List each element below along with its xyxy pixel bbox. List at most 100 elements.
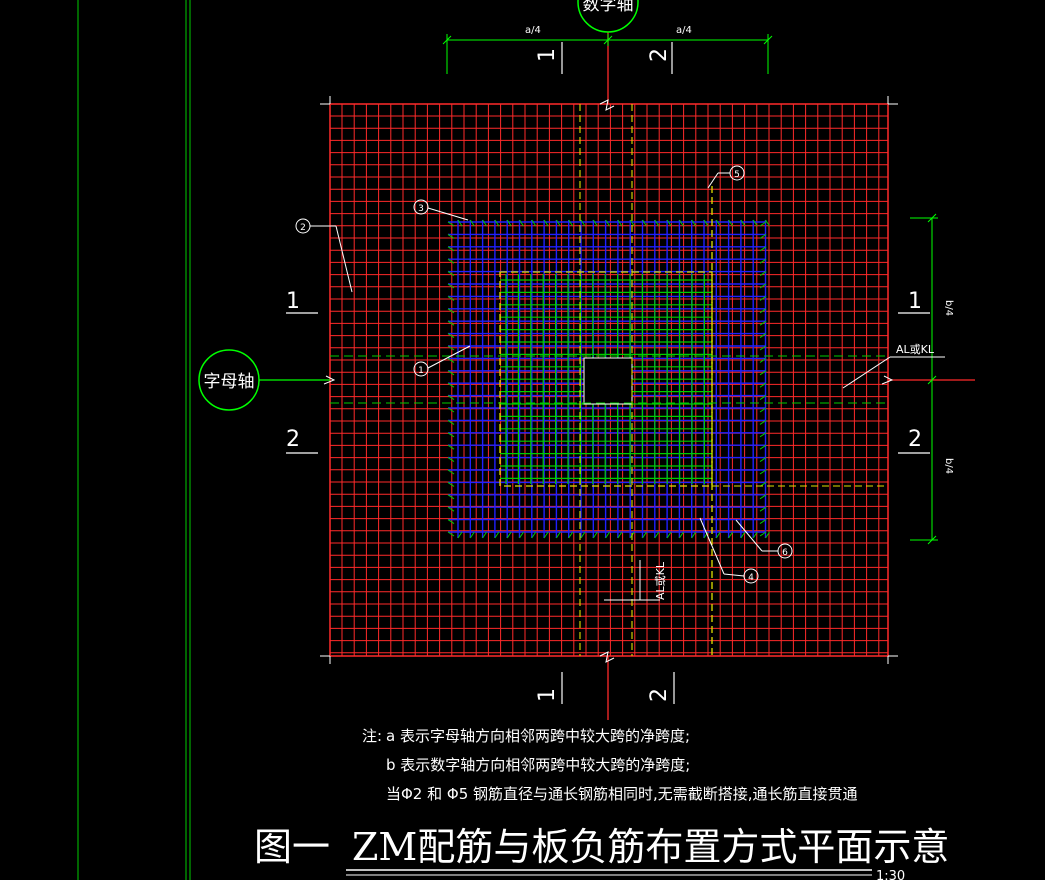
zm-hook-bottom (740, 531, 746, 539)
svg-text:6: 6 (782, 548, 788, 558)
zm-hook-bottom (703, 531, 709, 539)
zm-hook-bottom (752, 531, 758, 539)
zm-hook-bottom (592, 531, 598, 539)
zm-hook-right (759, 407, 767, 413)
zm-hook-left (447, 395, 455, 401)
zm-hook-right (759, 432, 767, 438)
zm-hook-bottom (494, 531, 500, 539)
zm-hook-top (642, 219, 647, 227)
zm-hook-top (654, 219, 660, 227)
zm-hook-left (447, 444, 455, 450)
zm-hook-bottom (715, 531, 721, 539)
zm-hook-left (447, 531, 455, 537)
zm-hook-bottom (678, 531, 684, 539)
zm-hook-right (759, 283, 767, 289)
zm-hook-top (494, 219, 500, 227)
zm-hook-left (447, 221, 455, 227)
svg-text:2: 2 (300, 223, 306, 233)
zm-hook-bottom (555, 531, 561, 539)
dim-a-left: a/4 (525, 25, 541, 36)
zm-hook-bottom (654, 531, 660, 539)
zm-hook-right (759, 469, 767, 475)
zm-hook-top (605, 219, 611, 227)
notes-prefix: 注: (362, 727, 382, 745)
notes-line-1: a 表示字母轴方向相邻两跨中较大跨的净跨度; (386, 727, 690, 745)
zm-hook-left (447, 469, 455, 475)
top-dimension-lines (442, 34, 773, 74)
zm-hook-left (447, 258, 455, 264)
zm-hook-top (715, 219, 721, 227)
zm-hook-top (506, 219, 512, 227)
zm-hook-right (759, 233, 767, 239)
zm-hook-top (752, 219, 758, 227)
zm-hook-top (592, 219, 598, 227)
zm-hook-right (759, 370, 767, 376)
zm-hook-top (519, 219, 524, 227)
beam-label-right: AL或KL (896, 343, 935, 356)
figure-title: ZM配筋与板负筋布置方式平面示意 (352, 825, 949, 869)
scale-label: 1:30 (876, 869, 905, 880)
section-label-left-2: 2 (286, 427, 300, 452)
zm-hook-bottom (506, 531, 512, 539)
zm-hook-right (759, 308, 767, 314)
zm-hook-top (617, 219, 623, 227)
zm-hook-left (447, 370, 455, 376)
zm-hook-left (447, 271, 455, 277)
zm-hook-top (531, 219, 537, 227)
zm-hook-left (447, 308, 455, 314)
break-mark-top (599, 99, 615, 111)
zm-hook-bottom (765, 531, 770, 539)
zm-hook-bottom (482, 531, 488, 539)
zm-hook-left (447, 494, 455, 500)
zm-hook-left (447, 345, 455, 351)
zm-hook-bottom (605, 531, 611, 539)
zm-hook-bottom (519, 531, 524, 539)
zm-hook-bottom (568, 531, 574, 539)
zm-hook-right (759, 271, 767, 277)
notes-line-3: 当Φ2 和 Φ5 钢筋直径与通长钢筋相同时,无需截断搭接,通长筋直接贯通 (386, 785, 858, 803)
zm-hook-left (447, 382, 455, 388)
zm-hook-top (666, 219, 672, 227)
zm-hook-right (759, 494, 767, 500)
zm-hook-right (759, 333, 767, 339)
break-mark-right (881, 375, 894, 385)
svg-text:4: 4 (748, 573, 754, 583)
break-mark-bottom (599, 651, 615, 663)
zm-hook-right (759, 258, 767, 264)
svg-text:5: 5 (734, 170, 740, 180)
dim-b-top: b/4 (943, 300, 954, 316)
zm-hook-top (678, 219, 684, 227)
notes-line-2: b 表示数字轴方向相邻两跨中较大跨的净跨度; (386, 756, 690, 774)
callout-6: 6 (735, 519, 793, 559)
zm-hook-top (740, 219, 746, 227)
zm-hook-left (447, 407, 455, 413)
section-label-bottom-2: 2 (647, 688, 672, 702)
zm-hook-left (447, 457, 455, 463)
zm-hook-bottom (531, 531, 537, 539)
zm-hook-right (759, 357, 767, 363)
zm-hook-left (447, 519, 455, 525)
dim-b-bottom: b/4 (943, 458, 954, 474)
zm-hook-left (447, 233, 455, 239)
zm-hook-bottom (691, 531, 697, 539)
zm-hook-top (629, 219, 635, 227)
zm-hook-bottom (580, 531, 586, 539)
zm-hook-top (543, 219, 549, 227)
zm-hook-right (759, 419, 767, 425)
zm-hook-top (691, 219, 697, 227)
zm-hook-bottom (543, 531, 549, 539)
zm-hook-right (759, 457, 767, 463)
zm-hook-bottom (469, 531, 475, 539)
beam-label-bottom: AL或KL (654, 561, 667, 600)
zm-hook-right (759, 519, 767, 525)
section-label-bottom-1: 1 (535, 688, 560, 702)
section-label-left-1: 1 (286, 289, 300, 314)
zm-hook-top (469, 219, 475, 227)
zm-hook-top (482, 219, 488, 227)
zm-hook-right (759, 531, 767, 537)
figure-number: 图一 (254, 825, 330, 869)
zm-hook-right (759, 295, 767, 301)
svg-text:1: 1 (418, 366, 424, 376)
svg-text:3: 3 (418, 204, 424, 214)
